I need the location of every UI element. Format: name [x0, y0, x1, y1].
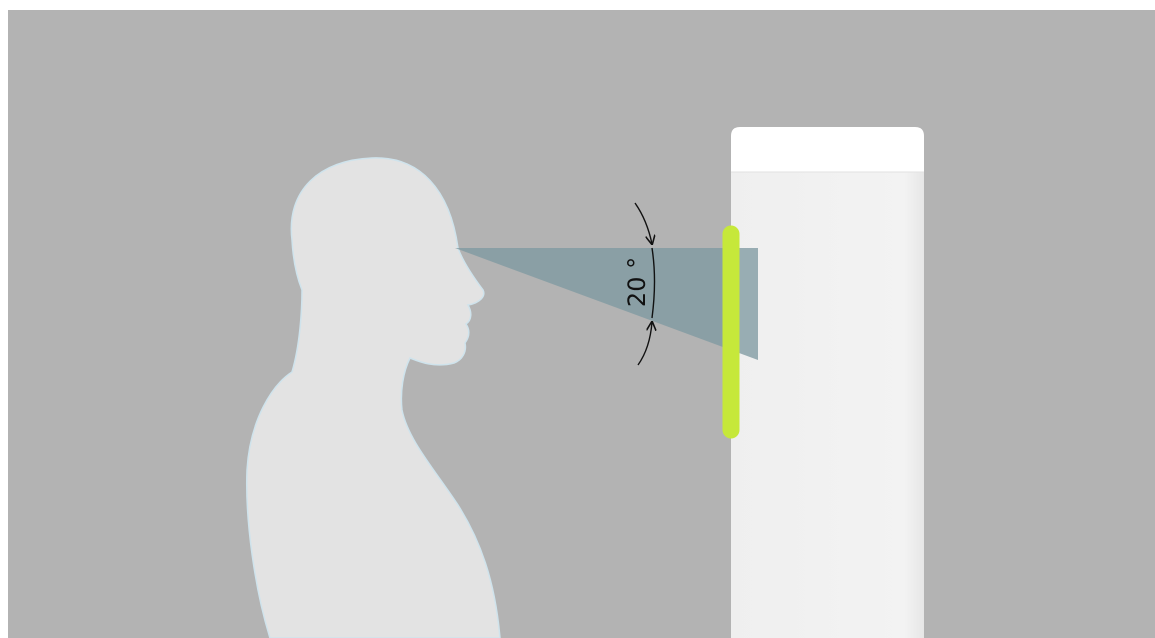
display-unit — [731, 127, 924, 638]
display-top-cap — [731, 127, 924, 172]
background — [8, 10, 1155, 638]
display-panel — [731, 150, 924, 638]
angle-label: 20 ° — [623, 257, 651, 307]
